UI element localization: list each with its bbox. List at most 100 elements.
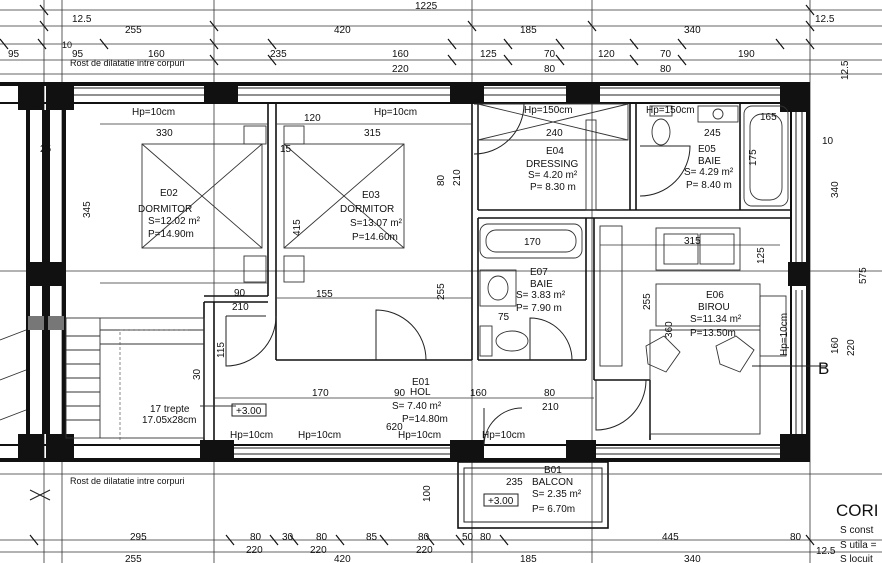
dim-315-e06: 315 [684, 236, 701, 247]
dim-340-b: 340 [684, 554, 701, 563]
interior-dimensions: 330 315 120 240 245 165 80 210 415 345 1… [40, 60, 869, 502]
room-name: DRESSING [526, 159, 578, 170]
hp-note-vertical: Hp=10cm [779, 313, 790, 356]
dim-125-v: 125 [756, 247, 767, 264]
balcony-outline [457, 461, 609, 529]
room-name: BALCON [532, 477, 573, 488]
windows [74, 87, 803, 455]
room-e06: E06 BIROU S=11.34 m² P=13.50m [690, 290, 742, 339]
dim-155: 155 [316, 289, 333, 300]
dim-210-v: 210 [452, 169, 463, 186]
joint-note-top: Rost de dilatatie intre corpuri [70, 58, 185, 68]
room-perimeter: P= 7.90 m [516, 303, 562, 314]
room-id: E06 [706, 290, 724, 301]
dim-80-b1: 80 [250, 532, 262, 543]
dim-415-v: 415 [292, 219, 303, 236]
room-id: E04 [546, 146, 564, 157]
dim-295: 295 [130, 532, 147, 543]
stairs-size: 17.05x28cm [142, 415, 196, 426]
dim-top-70a: 70 [544, 49, 556, 60]
ceiling-height-notes: Hp=10cm Hp=10cm Hp=150cm Hp=150cm Hp=10c… [132, 105, 790, 441]
dim-340-v: 340 [830, 181, 841, 198]
room-id: E01 [412, 377, 430, 388]
room-perimeter: P= 8.30 m [530, 182, 576, 193]
dim-top-220: 220 [392, 64, 409, 75]
dim-80-b5: 80 [790, 532, 802, 543]
dim-12-5-right-v: 12.5 [840, 60, 851, 80]
dim-330: 330 [156, 128, 173, 139]
room-area: S=11.34 m² [690, 314, 742, 325]
dim-10-right: 10 [822, 136, 834, 147]
dim-top-160a: 160 [148, 49, 165, 60]
dim-90-hol: 90 [394, 388, 406, 399]
dim-220-v: 220 [846, 339, 857, 356]
room-id: E05 [698, 144, 716, 155]
dim-115-v: 115 [216, 342, 227, 358]
level-mark-balcony: +3.00 [488, 496, 514, 507]
room-name: BIROU [698, 302, 730, 313]
dim-top-12-5-left: 12.5 [72, 14, 92, 25]
room-perimeter: P=14.60m [352, 232, 398, 243]
room-area: S= 4.29 m² [684, 167, 734, 178]
dim-top-95b: 95 [72, 49, 84, 60]
room-name: DORMITOR [340, 204, 394, 215]
dim-175-v: 175 [748, 149, 759, 166]
legend-title: CORI [836, 501, 879, 520]
stairs [0, 317, 236, 440]
walls [0, 82, 810, 462]
dim-12-5-b: 12.5 [816, 546, 836, 557]
dim-top-10: 10 [62, 40, 72, 50]
dim-220-b1: 220 [246, 545, 263, 556]
dim-80-b4: 80 [480, 532, 492, 543]
room-area: S= 3.83 m² [516, 290, 566, 301]
dim-235-balcony: 235 [506, 477, 523, 488]
joint-note-bottom: Rost de dilatatie intre corpuri [70, 476, 185, 486]
room-e07: E07 BAIE S= 3.83 m² P= 7.90 m [516, 267, 566, 314]
dim-420-b: 420 [334, 554, 351, 563]
room-e05: E05 BAIE S= 4.29 m² P= 8.40 m [684, 144, 734, 191]
room-id: E07 [530, 267, 548, 278]
room-e04: E04 DRESSING S= 4.20 m² P= 8.30 m [526, 146, 578, 193]
dim-top-total: 1225 [415, 1, 438, 12]
dim-220-b3: 220 [416, 545, 433, 556]
dim-15: 15 [280, 144, 292, 155]
dim-360-v: 360 [664, 321, 675, 338]
dim-245: 245 [704, 128, 721, 139]
legend-line: S utila = [840, 540, 877, 551]
room-area: S=12.02 m² [148, 216, 201, 227]
room-area: S= 2.35 m² [532, 489, 582, 500]
dim-210: 210 [232, 302, 249, 313]
dim-top-12-5-right: 12.5 [815, 14, 835, 25]
dim-100-v: 100 [422, 485, 433, 502]
room-perimeter: P=14.80m [402, 414, 448, 425]
dim-255-b: 255 [125, 554, 142, 563]
level-mark-stairs: +3.00 [236, 406, 262, 417]
dim-445: 445 [662, 532, 679, 543]
room-name: HOL [410, 387, 431, 398]
dim-top-160b: 160 [392, 49, 409, 60]
dim-top-80b: 80 [660, 64, 672, 75]
dim-170-hol: 170 [312, 388, 329, 399]
room-perimeter: P=13.50m [690, 328, 736, 339]
dim-170-e07: 170 [524, 237, 541, 248]
legend-line: S const [840, 525, 874, 536]
room-perimeter: P= 6.70m [532, 504, 575, 515]
room-perimeter: P= 8.40 m [686, 180, 732, 191]
room-e03: E03 DORMITOR S=13.07 m² P=14.60m [340, 190, 403, 243]
dim-120: 120 [304, 113, 321, 124]
doors [225, 103, 691, 447]
hp-note: Hp=10cm [298, 430, 341, 441]
top-dimension-lines: 1225 12.5 12.5 255 420 185 340 95 160 23… [0, 1, 882, 75]
dim-80-b2: 80 [316, 532, 328, 543]
dim-80-v: 80 [436, 174, 447, 186]
dim-50: 50 [462, 532, 474, 543]
dim-top-70b: 70 [660, 49, 672, 60]
hp-note: Hp=10cm [398, 430, 441, 441]
dim-top-80a: 80 [544, 64, 556, 75]
room-e01: E01 HOL S= 7.40 m² P=14.80m [392, 377, 448, 425]
dim-30-b: 30 [282, 532, 294, 543]
hp-note: Hp=150cm [646, 105, 695, 116]
dim-160-hol: 160 [470, 388, 487, 399]
dim-240: 240 [546, 128, 563, 139]
